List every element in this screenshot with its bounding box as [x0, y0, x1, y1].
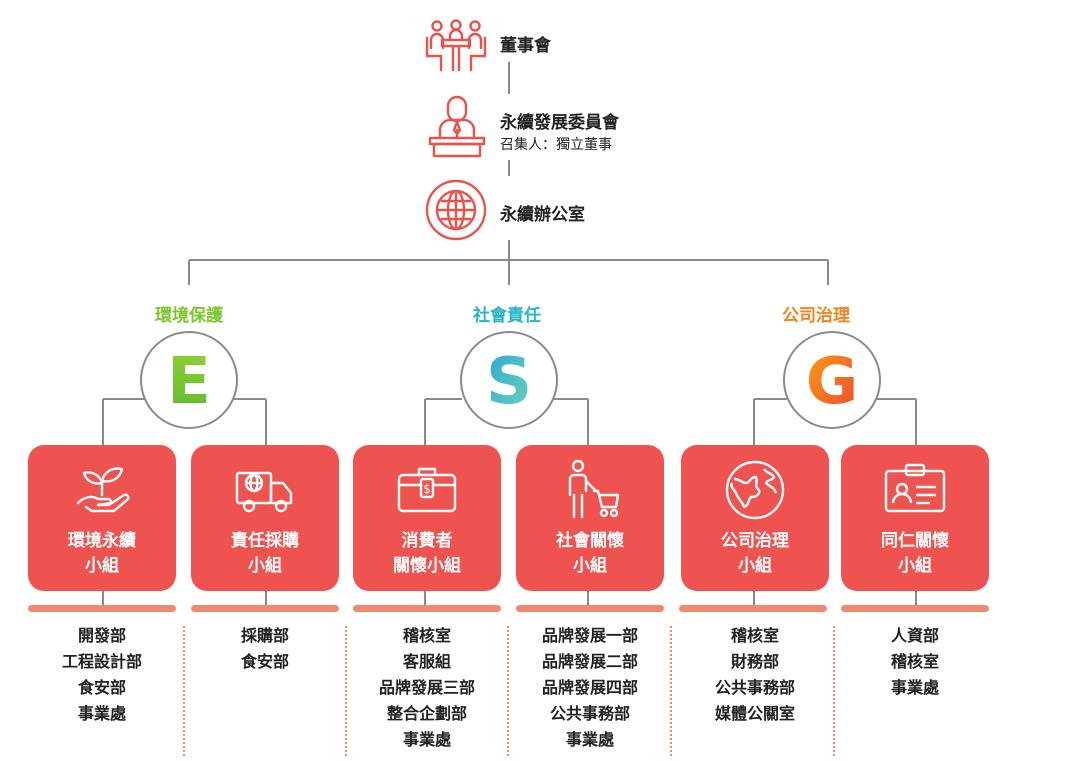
group-name-line1: 社會關懷: [556, 531, 624, 551]
member-item: 整合企劃部: [386, 704, 467, 723]
svg-text:$: $: [423, 482, 431, 496]
svg-text:E: E: [167, 345, 211, 419]
accent-bar: [679, 605, 827, 612]
pillar-environment-label: 環境保護: [155, 306, 223, 326]
member-item: 品牌發展一部: [541, 626, 638, 645]
group-name-line2: 小組: [85, 556, 119, 576]
member-item: 品牌發展三部: [378, 678, 475, 697]
office-label: 永續辦公室: [500, 205, 585, 225]
member-item: 稽核室: [730, 626, 779, 645]
member-item: 事業處: [402, 730, 451, 749]
delivery-truck-icon: [191, 459, 339, 519]
accent-bar: [516, 605, 664, 612]
svg-text:G: G: [806, 345, 859, 419]
member-item: 事業處: [890, 678, 939, 697]
member-item: 公共事務部: [714, 678, 795, 697]
member-item: 品牌發展二部: [541, 652, 638, 671]
member-list-consumer: 稽核室 客服組 品牌發展三部 整合企劃部 事業處: [353, 623, 501, 753]
member-list-governance: 稽核室 財務部 公共事務部 媒體公關室: [681, 623, 829, 727]
committee-label: 永續發展委員會: [500, 113, 619, 133]
dotted-separator: [670, 626, 672, 756]
letter-e-icon: E: [167, 345, 211, 419]
member-item: 稽核室: [890, 652, 939, 671]
meeting-table-icon: [424, 18, 488, 74]
pillar-s-circle: S: [460, 331, 558, 429]
group-name-line1: 消費者: [401, 531, 453, 551]
member-item: 食安部: [77, 678, 126, 697]
group-name-line2: 小組: [738, 556, 772, 576]
dotted-separator: [183, 626, 185, 756]
group-name-line2: 小組: [898, 556, 932, 576]
group-name-line1: 責任採購: [231, 531, 299, 551]
group-name-line2: 關懷小組: [393, 556, 461, 576]
accent-bar: [353, 605, 501, 612]
group-card-employee: 同仁關懷小組: [841, 445, 989, 591]
letter-s-icon: S: [486, 345, 532, 419]
svg-text:S: S: [486, 345, 532, 419]
group-card-consumer: $ 消費者關懷小組: [353, 445, 501, 591]
group-name-line1: 環境永續: [68, 531, 136, 551]
member-item: 食安部: [240, 652, 289, 671]
briefcase-money-icon: $: [353, 459, 501, 519]
member-list-environment: 開發部 工程設計部 食安部 事業處: [28, 623, 176, 727]
person-cart-icon: [516, 459, 664, 519]
accent-bar: [28, 605, 176, 612]
member-item: 事業處: [565, 730, 614, 749]
committee-convener: 召集人：獨立董事: [500, 137, 612, 153]
group-name-line2: 小組: [573, 556, 607, 576]
member-item: 財務部: [730, 652, 779, 671]
group-card-environment: 環境永續小組: [28, 445, 176, 591]
member-item: 事業處: [77, 704, 126, 723]
member-item: 工程設計部: [61, 652, 142, 671]
dotted-separator: [345, 626, 347, 756]
pillar-governance-label: 公司治理: [782, 306, 850, 326]
member-list-social: 品牌發展一部 品牌發展二部 品牌發展四部 公共事務部 事業處: [516, 623, 664, 753]
group-name-line1: 同仁關懷: [881, 531, 949, 551]
dotted-separator: [507, 626, 509, 756]
member-item: 品牌發展四部: [541, 678, 638, 697]
seedling-hand-icon: [28, 459, 176, 519]
group-name-line1: 公司治理: [721, 531, 789, 551]
member-item: 採購部: [240, 626, 289, 645]
board-label: 董事會: [500, 36, 551, 56]
member-item: 稽核室: [402, 626, 451, 645]
id-badge-icon: [841, 459, 989, 519]
member-list-employee: 人資部 稽核室 事業處: [841, 623, 989, 701]
member-item: 客服組: [402, 652, 451, 671]
accent-bar: [841, 605, 989, 612]
globe-icon: [424, 178, 488, 242]
member-item: 開發部: [77, 626, 126, 645]
member-item: 公共事務部: [549, 704, 630, 723]
member-list-procurement: 採購部 食安部: [191, 623, 339, 675]
pillar-g-circle: G: [783, 331, 881, 429]
letter-g-icon: G: [806, 345, 859, 419]
pillar-e-circle: E: [140, 331, 238, 429]
member-item: 媒體公關室: [714, 704, 795, 723]
group-card-social: 社會關懷小組: [516, 445, 664, 591]
group-card-procurement: 責任採購小組: [191, 445, 339, 591]
member-item: 人資部: [890, 626, 939, 645]
dotted-separator: [833, 626, 835, 756]
accent-bar: [191, 605, 339, 612]
group-name-line2: 小組: [248, 556, 282, 576]
world-map-icon: [681, 459, 829, 520]
group-card-governance: 公司治理小組: [681, 445, 829, 591]
pillar-social-label: 社會責任: [473, 306, 541, 326]
speaker-podium-icon: [424, 94, 490, 160]
